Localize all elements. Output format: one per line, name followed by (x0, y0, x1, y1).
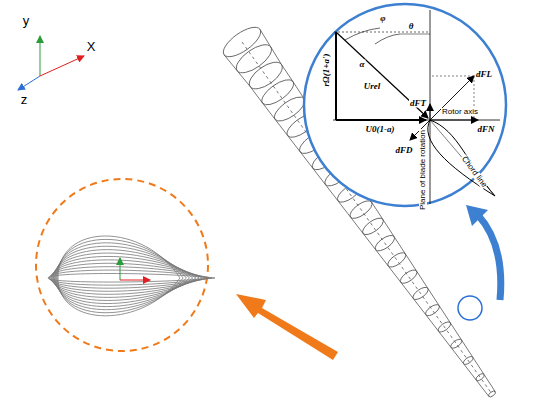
vector-label: φ (379, 14, 386, 23)
axis-label: z (20, 93, 29, 106)
vector-label: Rotor axis (441, 108, 479, 116)
vector-label: dFL (475, 70, 493, 79)
vector-label: θ (408, 22, 415, 31)
airfoil-section (58, 236, 180, 316)
vector-label: dFD (394, 146, 413, 155)
airfoil-section (54, 250, 192, 304)
axis-label: X (86, 40, 97, 53)
axis-label: y (22, 14, 31, 27)
airfoil-section (49, 270, 212, 285)
airfoil-section (48, 274, 215, 283)
airfoil-section (51, 263, 206, 291)
vector-label: dFT (409, 99, 427, 108)
vector-label: Plane of blade rotation (419, 129, 427, 211)
vector-label: Urel (363, 82, 382, 91)
airfoil-section (55, 246, 189, 306)
vector-label: rΩ(1+a') (322, 53, 331, 88)
vector-label: dFN (476, 125, 495, 134)
vector-label: α (359, 60, 366, 69)
vector-label: U0(1-a) (365, 125, 396, 134)
